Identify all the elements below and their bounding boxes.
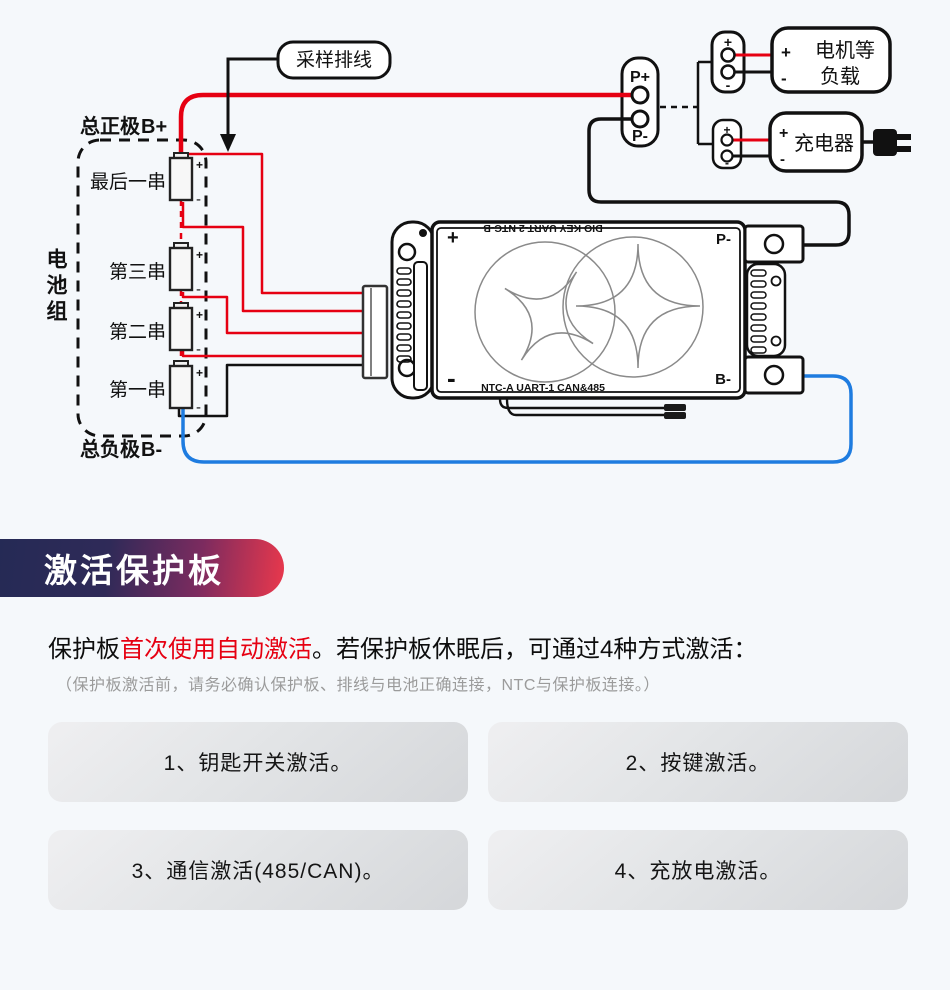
right-connector — [745, 262, 787, 358]
left-pin-hatch — [396, 267, 412, 363]
p-plus-label: P+ — [630, 69, 650, 86]
sampling-plug — [361, 284, 389, 380]
cell-label: 最后一串 — [90, 171, 166, 193]
pminus-pad — [743, 224, 805, 264]
section-title: 激活保护板 — [44, 552, 224, 589]
board-minus-mark: - — [447, 363, 456, 393]
bplus-power-wire — [178, 92, 632, 157]
cell-label: 第二串 — [109, 321, 166, 343]
method-1-label: 1、钥匙开关激活。 — [163, 752, 353, 775]
brand-logo — [474, 236, 704, 383]
method-4-label: 4、充放电激活。 — [614, 860, 782, 883]
p-connector: P+ P- — [630, 69, 650, 145]
method-card-2: 2、按键激活。 — [488, 722, 908, 802]
board-plus-mark: + — [447, 227, 459, 249]
bminus-pad — [743, 355, 805, 395]
cell-minus-mark: - — [196, 399, 201, 416]
charger-label: 充电器 — [794, 132, 854, 155]
load-connector: + - — [720, 34, 736, 93]
cell-plus-mark: + — [196, 366, 203, 380]
total-positive-label: 总正极 — [80, 114, 141, 138]
method-card-3: 3、通信激活(485/CAN)。 — [48, 830, 468, 910]
charger-plus-mark: + — [779, 125, 788, 142]
arrow-down-icon — [220, 134, 236, 152]
cell-minus-mark: - — [196, 191, 201, 208]
load-plus-mark: + — [781, 43, 791, 62]
battery-group-label: 电池组 — [44, 248, 67, 326]
charger-conn-plus: + — [723, 123, 730, 137]
cell-plus-mark: + — [196, 248, 203, 262]
load-label-line1: 电机等 — [815, 39, 875, 62]
ntc-wires — [498, 398, 686, 419]
battery-cell: + - 最后一串 — [90, 152, 203, 208]
intro-pre: 保护板 — [48, 636, 120, 663]
sampling-cable-label: 采样排线 — [296, 49, 372, 71]
load-conn-plus: + — [724, 34, 732, 50]
load-conn-minus: - — [726, 77, 731, 93]
charger-box: + - 充电器 — [768, 111, 864, 173]
sampling-cable-callout: 采样排线 — [220, 40, 392, 152]
section-header-banner: 激活保护板 — [0, 539, 284, 597]
cell-label: 第一串 — [109, 379, 166, 401]
method-card-4: 4、充放电激活。 — [488, 830, 908, 910]
sampling-wires — [181, 152, 365, 358]
intro-highlight: 首次使用自动激活 — [120, 636, 312, 663]
charger-conn-minus: - — [725, 156, 729, 170]
board-bminus-label: B- — [715, 371, 731, 388]
method-3-label: 3、通信激活(485/CAN)。 — [131, 860, 385, 883]
intro-text: 保护板首次使用自动激活。若保护板休眠后，可通过4种方式激活： — [48, 629, 757, 664]
cell-plus-mark: + — [196, 158, 203, 172]
charger-minus-mark: - — [780, 151, 785, 168]
method-card-1: 1、钥匙开关激活。 — [48, 722, 468, 802]
battery-pack-outline — [76, 138, 208, 438]
board-top-silkscreen: DIO KEY UART-2 NTC-B — [483, 222, 603, 234]
intro-note: （保护板激活前，请务必确认保护板、排线与电池正确连接，NTC与保护板连接。） — [56, 677, 660, 694]
load-box: + - 电机等 负载 — [770, 26, 892, 94]
total-negative-symbol: B- — [141, 439, 162, 461]
intro-post: 。若保护板休眠后，可通过4种方式激活： — [312, 636, 758, 663]
wiring-diagram: + - 电机等 负载 + - 充电器 P+ P- + — [76, 26, 911, 464]
load-minus-mark: - — [781, 69, 787, 88]
bminus-power-wire — [181, 374, 853, 464]
cell-plus-mark: + — [196, 308, 203, 322]
cell-minus-mark: - — [196, 341, 201, 358]
cell-minus-mark: - — [196, 281, 201, 298]
charger-connector: + - — [720, 123, 734, 170]
total-negative-label: 总负极 — [80, 437, 141, 461]
cell-label: 第三串 — [109, 261, 166, 283]
p-minus-label: P- — [632, 128, 648, 145]
bms-board: + - P- B- DIO KEY UART-2 NTC-B NTC-A UAR… — [390, 220, 805, 419]
board-pminus-label: P- — [716, 231, 731, 248]
bminus-sense-wire — [177, 363, 365, 418]
battery-cell: + - 第三串 — [109, 242, 203, 298]
method-2-label: 2、按键激活。 — [625, 752, 771, 775]
battery-cell: + - 第一串 — [109, 360, 203, 416]
total-positive-symbol: B+ — [141, 116, 167, 138]
pminus-loop-wire — [587, 117, 851, 247]
load-label-line2: 负载 — [820, 65, 860, 88]
power-plug-icon — [862, 129, 911, 156]
battery-cell: + - 第二串 — [109, 302, 203, 358]
board-bottom-silkscreen: NTC-A UART-1 CAN&485 — [481, 382, 605, 394]
harness-branch — [696, 60, 713, 146]
battery-cells: + - 最后一串 + - 第三串 + - 第二串 — [90, 152, 203, 416]
